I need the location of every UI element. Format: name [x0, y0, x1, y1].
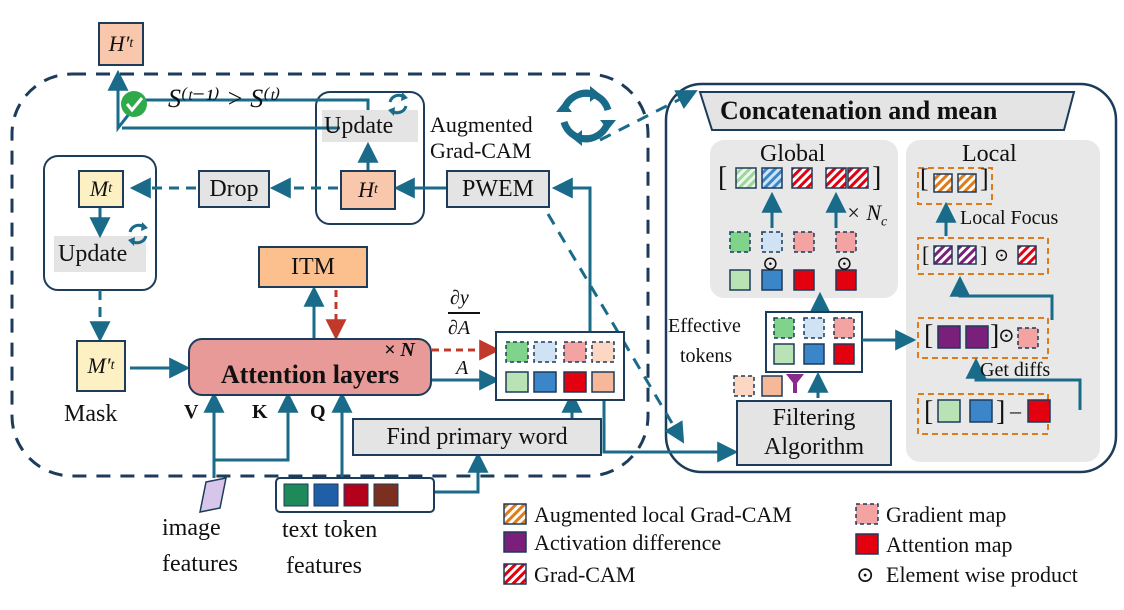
image-features-line1: image: [162, 515, 221, 541]
gradcam-icon: [503, 563, 527, 585]
local-bracket-left: [: [920, 164, 929, 193]
global-gradcam-row: [735, 167, 869, 189]
concat-banner-shape: [698, 91, 1076, 131]
k-label: K: [252, 401, 268, 423]
ad-bracket-r: ]: [990, 320, 1000, 351]
filtering-label-2: Algorithm: [764, 434, 864, 460]
update-top-bg: [322, 110, 418, 142]
v-label: V: [184, 401, 199, 423]
effective-label-1: Effective: [668, 315, 741, 337]
times-n-label: × N: [384, 339, 415, 361]
h-prime-label: H′: [108, 31, 130, 56]
itm-box: ITM: [258, 246, 368, 288]
odot-local-2: ⊙: [998, 325, 1015, 347]
local-bracket-right: ]: [980, 164, 989, 193]
local-label: Local: [962, 141, 1017, 167]
m-prime-box: M′t: [76, 340, 126, 392]
attention-layers-label: Attention layers: [220, 360, 400, 389]
legend-gradcam: Grad-CAM: [534, 562, 636, 587]
h-prime-sub: t: [129, 36, 134, 51]
itm-label: ITM: [291, 253, 335, 280]
get-diffs-label: Get diffs: [980, 359, 1051, 381]
h-t-sub: t: [374, 182, 378, 197]
attention-layers-box: Attention layers: [188, 338, 432, 396]
find-primary-word-label: Find primary word: [386, 423, 568, 450]
attention-map-icon: [855, 533, 879, 555]
legend-gradient-map: Gradient map: [886, 502, 1007, 527]
global-bracket-left: [: [718, 162, 728, 193]
update-top-label: Update: [324, 113, 394, 139]
filtering-algorithm-box: Filtering Algorithm: [736, 400, 892, 466]
pwem-box: PWEM: [446, 170, 550, 208]
times-nc-label: × Nc: [846, 202, 887, 229]
odot-local-1: ⊙: [994, 245, 1010, 265]
da-label: ∂A: [448, 317, 471, 339]
lf-bracket-r: ]: [980, 242, 988, 267]
drop-label: Drop: [209, 175, 259, 202]
augmented-local-gradcam-icon: [503, 503, 527, 525]
global-label: Global: [760, 141, 826, 167]
times-nc-text: × N: [846, 200, 882, 225]
h-t-label: H: [358, 177, 374, 202]
augmented-label: Augmented: [430, 112, 533, 137]
ad-bracket-l: [: [924, 320, 934, 351]
gd-bracket-r: ]: [996, 396, 1006, 427]
image-feature-shape: [199, 477, 227, 513]
refresh-cycle-icon: [556, 86, 616, 146]
nc-sub: c: [881, 214, 888, 230]
minus-sign: –: [1010, 398, 1021, 423]
legend-augmented-local: Augmented local Grad-CAM: [534, 502, 792, 527]
text-token-line1: text token: [282, 517, 378, 543]
drop-box: Drop: [198, 170, 270, 208]
update-left-label: Update: [58, 241, 128, 267]
a-label: A: [456, 357, 469, 379]
element-wise-product-icon: ⊙: [856, 562, 875, 587]
condition-label: S⁽ᵗ⁻¹⁾ > S⁽ᵗ⁾: [168, 84, 281, 113]
update-left-refresh-icon: [128, 222, 148, 246]
odot-global-2: ⊙: [836, 253, 853, 275]
activation-difference-icon: [503, 531, 527, 553]
update-refresh-icon: [388, 92, 408, 116]
legend-attention-map: Attention map: [886, 532, 1013, 557]
text-token-line2: features: [286, 553, 362, 579]
lf-bracket-l: [: [922, 242, 930, 267]
check-icon: [121, 91, 147, 117]
m-prime-sub: t: [110, 358, 115, 373]
h-prime-box: H′t: [98, 22, 144, 66]
odot-global-1: ⊙: [762, 253, 779, 275]
gd-bracket-l: [: [924, 396, 934, 427]
dy-label: ∂y: [450, 287, 469, 309]
filtering-label-1: Filtering: [772, 405, 856, 432]
legend-element-wise-product: Element wise product: [886, 562, 1078, 587]
mask-label: Mask: [64, 401, 118, 427]
gradient-map-icon: [855, 503, 879, 525]
m-prime-label: M′: [87, 353, 111, 378]
pwem-label: PWEM: [462, 175, 534, 202]
find-primary-word-box: Find primary word: [352, 418, 602, 456]
m-t-sub: t: [108, 181, 113, 196]
fraction-bar: [448, 312, 480, 314]
m-t-label: M: [89, 176, 109, 201]
main-dashed-region: [10, 72, 650, 478]
image-features-line2: features: [162, 551, 238, 577]
legend-activation-difference: Activation difference: [534, 530, 722, 555]
filter-icon: [786, 374, 804, 393]
q-label: Q: [310, 401, 326, 423]
concat-mean-label: Concatenation and mean: [720, 96, 998, 125]
global-bracket-right: ]: [872, 162, 882, 193]
gradcam-label: Grad-CAM: [430, 138, 532, 163]
effective-label-2: tokens: [680, 345, 733, 367]
local-focus-label: Local Focus: [960, 207, 1059, 229]
